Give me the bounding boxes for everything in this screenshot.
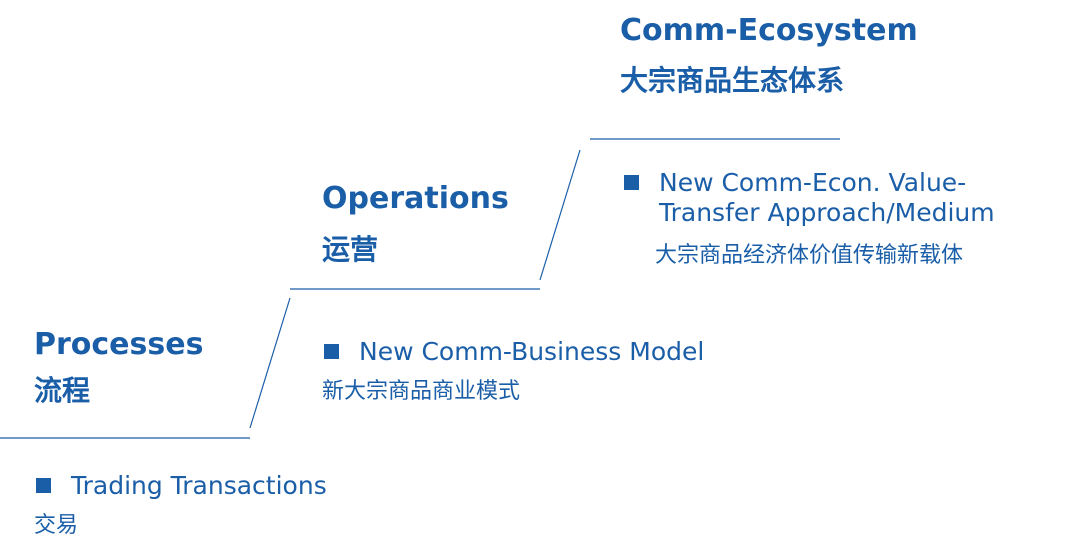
operations-title: Operations — [322, 181, 509, 216]
ecosystem-bullet: New Comm-Econ. Value- Transfer Approach/… — [624, 168, 995, 228]
ecosystem-title: Comm-Ecosystem — [620, 13, 918, 48]
operations-title-cn: 运营 — [322, 233, 379, 266]
riser-1-line — [249, 297, 291, 429]
ecosystem-bullet-cn: 大宗商品经济体价值传输新载体 — [655, 243, 964, 268]
processes-bullet-cn: 交易 — [34, 513, 79, 538]
processes-bullet: Trading Transactions — [36, 471, 327, 501]
bullet-square-icon — [624, 175, 639, 190]
operations-bullet: New Comm-Business Model — [324, 337, 704, 367]
processes-bullet-text: Trading Transactions — [71, 471, 327, 500]
riser-2-line — [539, 149, 581, 281]
ecosystem-title-cn: 大宗商品生态体系 — [620, 64, 845, 97]
bullet-square-icon — [36, 478, 51, 493]
operations-bullet-text: New Comm-Business Model — [359, 337, 705, 366]
operations-bullet-cn: 新大宗商品商业模式 — [322, 379, 521, 404]
processes-title: Processes — [34, 327, 204, 362]
ecosystem-bullet-text: New Comm-Econ. Value- Transfer Approach/… — [659, 168, 995, 227]
bullet-square-icon — [324, 344, 339, 359]
processes-title-cn: 流程 — [34, 374, 91, 407]
